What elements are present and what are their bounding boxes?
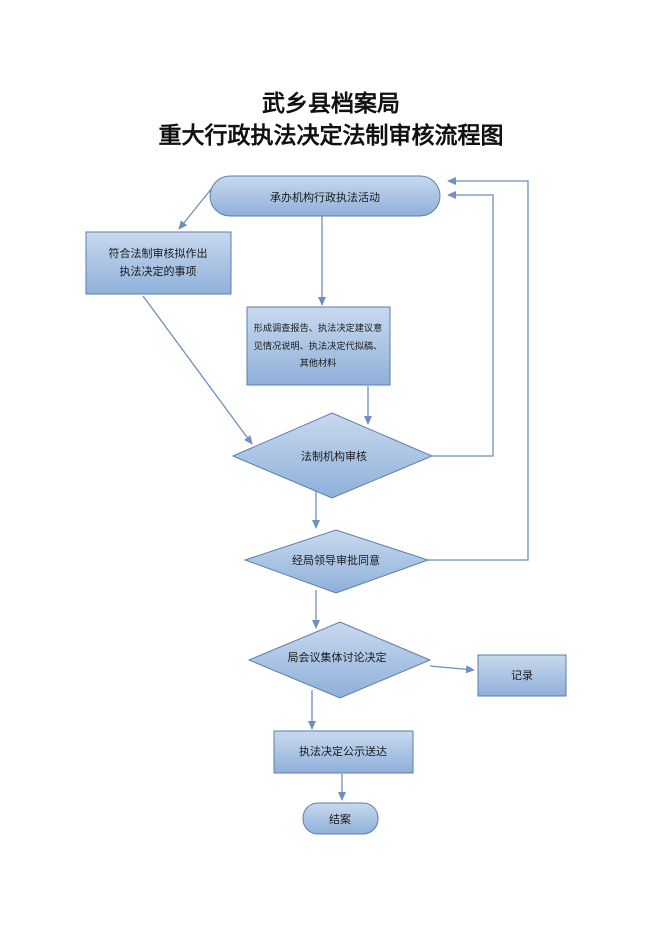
leader-diamond xyxy=(243,529,430,594)
materials-label-line-1: 形成调查报告、执法决定建议意 xyxy=(254,322,383,334)
title-line-1: 武乡县档案局 xyxy=(262,90,400,117)
start-label: 承办机构行政执法活动 xyxy=(270,190,380,204)
publish-box xyxy=(273,730,414,774)
matters-label-line-2: 执法决定的事项 xyxy=(120,264,197,278)
matters-box xyxy=(85,231,232,295)
record-box xyxy=(477,654,567,697)
arrow-matters-to-review xyxy=(142,295,253,445)
arrow-review-loop-back xyxy=(432,191,494,457)
record-label: 记录 xyxy=(511,669,533,682)
materials-label-line-2: 见情况说明、执法决定代拟稿、 xyxy=(254,340,383,352)
end-label: 结案 xyxy=(329,812,351,826)
end-node xyxy=(302,802,379,835)
arrow-leader-loop-back xyxy=(428,177,529,561)
leader-label: 经局领导审批同意 xyxy=(292,553,380,567)
publish-label: 执法决定公示送达 xyxy=(299,744,387,758)
meeting-diamond xyxy=(247,621,432,699)
meeting-label: 局会议集体讨论决定 xyxy=(288,650,387,664)
review-diamond xyxy=(231,412,434,499)
materials-box xyxy=(246,306,391,386)
materials-label-line-3: 其他材料 xyxy=(300,357,337,369)
matters-label-line-1: 符合法制审核拟作出 xyxy=(109,246,208,260)
arrow-meeting-to-record xyxy=(429,665,475,674)
start-node xyxy=(209,175,441,217)
title-line-2: 重大行政执法决定法制审核流程图 xyxy=(158,122,504,149)
review-label: 法制机构审核 xyxy=(301,449,367,463)
arrow-start-to-matters xyxy=(178,187,213,230)
